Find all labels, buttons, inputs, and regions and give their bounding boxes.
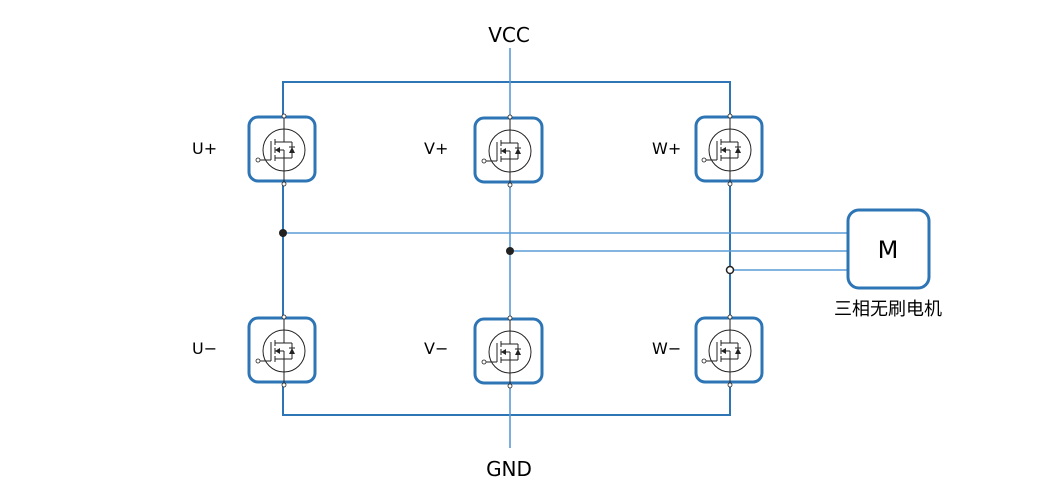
motor-caption: 三相无刷电机 bbox=[834, 299, 942, 320]
label-u-high: U+ bbox=[192, 139, 217, 158]
switch-v-low bbox=[473, 315, 544, 389]
gnd-rail bbox=[282, 382, 731, 416]
switch-w-low bbox=[694, 314, 764, 388]
label-w-high: W+ bbox=[652, 139, 681, 158]
motor: M bbox=[846, 208, 931, 290]
switch-w-high bbox=[694, 113, 764, 187]
motor-box bbox=[846, 208, 931, 290]
switch-v-high bbox=[473, 114, 544, 188]
label-v-high: V+ bbox=[424, 139, 448, 158]
vcc-label: VCC bbox=[488, 23, 530, 47]
gnd-label: GND bbox=[486, 457, 532, 481]
label-u-low: U− bbox=[192, 339, 217, 358]
vcc-rail bbox=[282, 81, 731, 118]
label-v-low: V− bbox=[424, 339, 448, 358]
switch-u-low bbox=[247, 314, 317, 388]
w-junction-dot bbox=[725, 265, 735, 275]
u-junction-dot bbox=[279, 229, 287, 237]
switch-u-high bbox=[247, 113, 317, 187]
label-w-low: W− bbox=[652, 339, 681, 358]
v-junction-dot bbox=[506, 247, 514, 255]
motor-letter: M bbox=[878, 236, 899, 264]
